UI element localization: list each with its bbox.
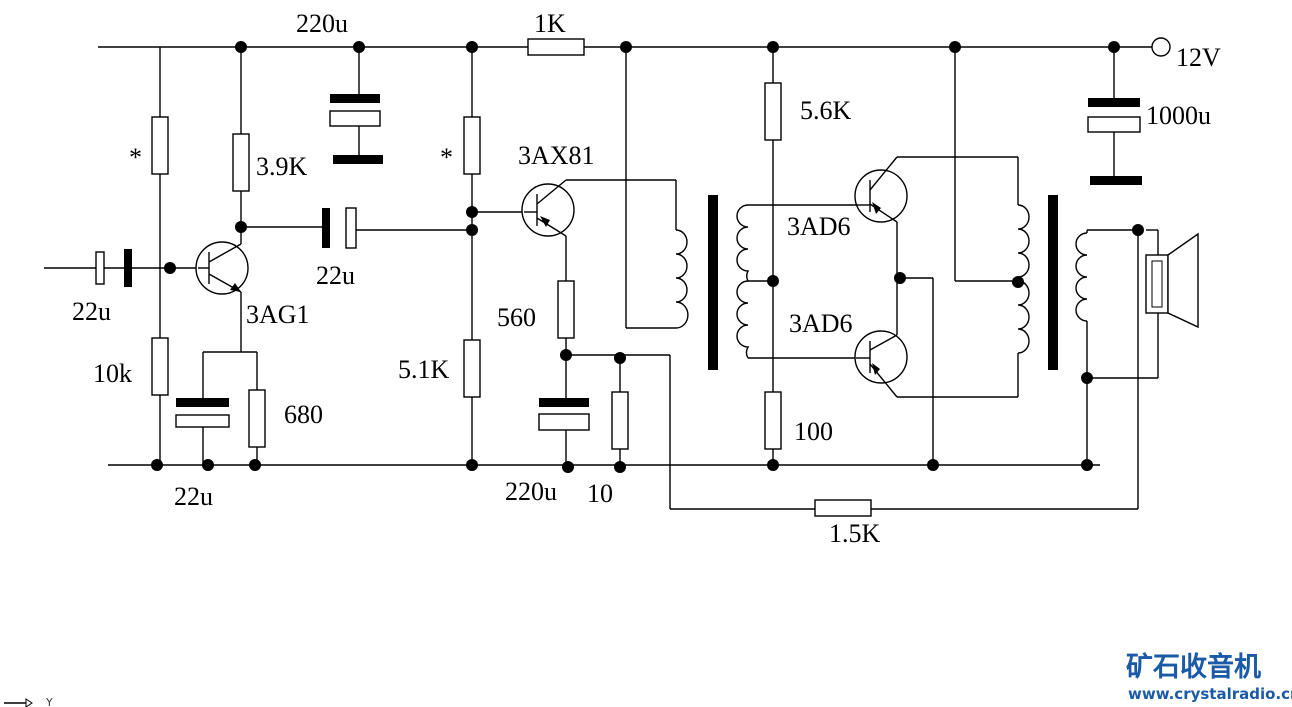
capacitor-22u-coupling	[322, 207, 357, 249]
resistor-10	[611, 391, 629, 450]
label-100: 100	[794, 417, 833, 446]
label-22u-emitter: 22u	[174, 482, 213, 511]
label-1-5k: 1.5K	[829, 519, 881, 548]
resistor-10k	[151, 337, 169, 396]
resistor-5-6k	[764, 82, 782, 141]
label-22u-coupling: 22u	[316, 261, 355, 290]
label-3ax81: 3AX81	[518, 141, 595, 170]
transistor-3ag1	[195, 241, 249, 295]
capacitor-1000u	[1087, 98, 1142, 185]
resistor-1-5k	[814, 499, 872, 517]
axis-mark-icon	[4, 698, 33, 707]
label-220u-emitter: 220u	[505, 477, 557, 506]
watermark-url: www.crystalradio.cn	[1128, 685, 1292, 703]
label-3-9k: 3.9K	[256, 152, 308, 181]
label-3ad6-bottom: 3AD6	[789, 309, 853, 338]
capacitor-22u-emitter	[175, 398, 230, 428]
resistor-100	[764, 391, 782, 450]
label-star-2: *	[440, 143, 453, 172]
capacitor-22u-input	[95, 249, 132, 287]
resistor-1k	[527, 38, 585, 56]
label-22u-input: 22u	[72, 297, 111, 326]
junction-dots	[151, 41, 1144, 473]
transistor-3ad6-top	[854, 156, 908, 223]
supply-rail	[98, 37, 1171, 57]
output-transformer	[954, 47, 1158, 465]
resistor-680	[248, 389, 266, 448]
speaker-icon	[1145, 229, 1199, 378]
capacitor-220u-decoupling	[329, 94, 383, 164]
label-12v: 12V	[1176, 43, 1221, 72]
resistor-560	[557, 280, 575, 339]
label-3ag1: 3AG1	[246, 300, 310, 329]
label-1000u: 1000u	[1146, 101, 1211, 130]
transistor-3ad6-bottom	[854, 330, 908, 398]
label-10: 10	[587, 479, 613, 508]
label-5-1k: 5.1K	[398, 355, 450, 384]
label-560: 560	[497, 303, 536, 332]
axis-mark-label: Y	[45, 696, 53, 707]
label-1k: 1K	[534, 9, 566, 38]
label-star-1: *	[129, 143, 142, 172]
supply-terminal	[1151, 37, 1171, 57]
resistor-5-1k	[463, 339, 481, 398]
label-3ad6-top: 3AD6	[787, 212, 851, 241]
capacitor-220u-emitter	[538, 398, 590, 431]
label-680: 680	[284, 400, 323, 429]
resistor-star-bias	[151, 116, 169, 175]
resistor-star-driver	[463, 116, 481, 175]
label-220u-decoupling: 220u	[296, 9, 348, 38]
transistor-3ax81	[521, 179, 575, 237]
resistor-3-9k	[232, 133, 250, 192]
watermark-title: 矿石收音机	[1126, 651, 1261, 683]
label-10k: 10k	[93, 359, 132, 388]
label-5-6k: 5.6K	[800, 96, 852, 125]
